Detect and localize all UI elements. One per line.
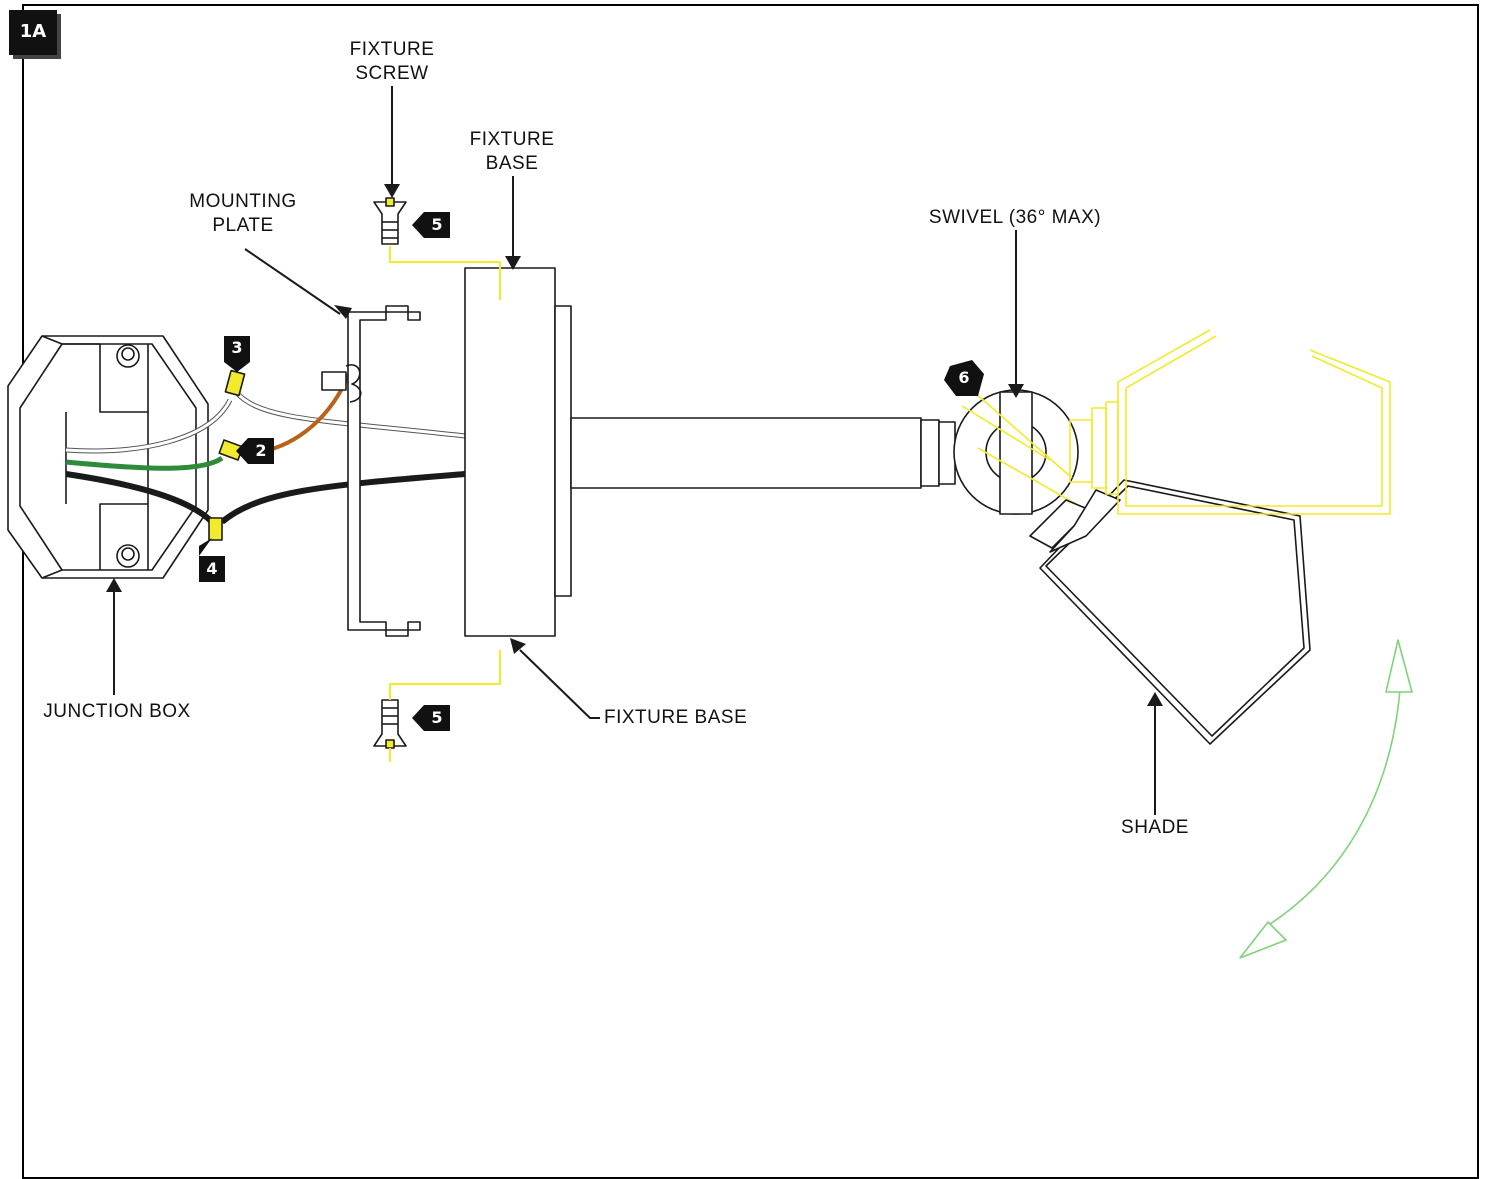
step-5-bottom: 5 xyxy=(431,708,443,727)
label-swivel: SWIVEL (36° MAX) xyxy=(928,207,1102,228)
swivel-range-arrow xyxy=(1239,639,1413,959)
mounting-plate xyxy=(321,305,421,637)
step-5-top: 5 xyxy=(431,215,443,234)
label-mounting-plate: MOUNTING PLATE xyxy=(189,191,297,236)
swivel-joint xyxy=(953,389,1079,515)
highlight-leaders xyxy=(389,246,501,762)
figure-id-badge: 1A xyxy=(9,10,57,55)
junction-box xyxy=(7,335,209,579)
step-badges xyxy=(199,212,984,731)
step-2: 2 xyxy=(255,441,267,460)
label-junction-box: JUNCTION BOX xyxy=(43,701,191,722)
fixture-screw-top xyxy=(373,197,407,245)
fixture-base xyxy=(464,267,956,637)
label-fixture-base-top: FIXTURE BASE xyxy=(469,129,555,174)
step-3: 3 xyxy=(231,338,243,357)
label-fixture-base-bottom: FIXTURE BASE xyxy=(604,707,748,728)
callout-leaders xyxy=(113,86,1156,815)
fixture-screw-bottom xyxy=(373,699,407,749)
step-4: 4 xyxy=(206,559,218,578)
step-6: 6 xyxy=(958,368,970,387)
label-shade: SHADE xyxy=(1121,817,1189,838)
shade-raised-outline xyxy=(1069,329,1391,515)
shade xyxy=(1029,479,1311,745)
label-fixture-screw: FIXTURE SCREW xyxy=(349,39,435,84)
